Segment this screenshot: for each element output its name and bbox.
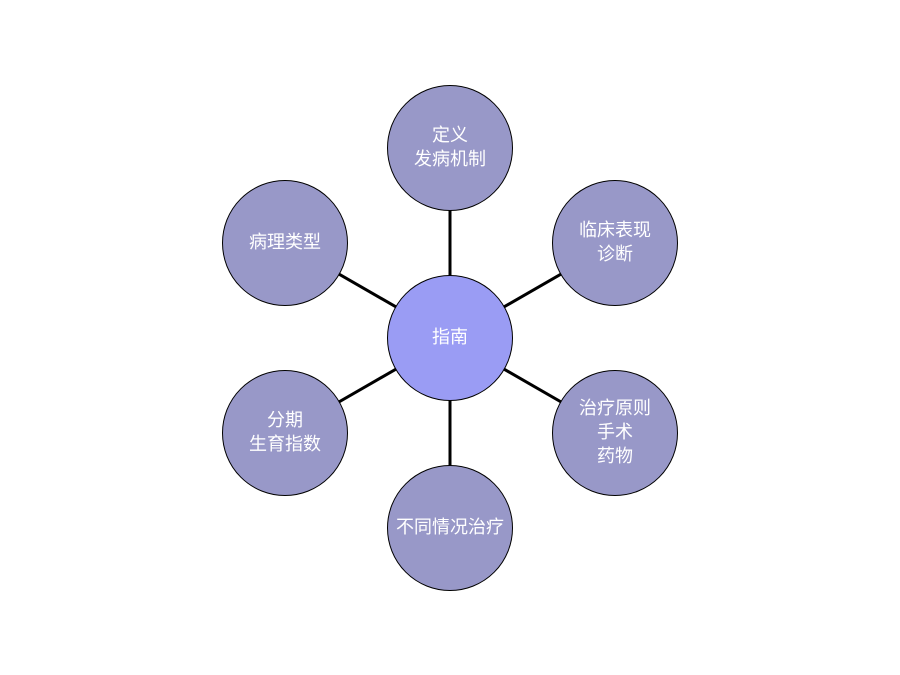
node-label-line: 发病机制 bbox=[414, 149, 486, 170]
center-label: 指南 bbox=[432, 327, 468, 348]
node-center-guideline: 指南 bbox=[387, 275, 513, 401]
node-label-line: 治疗原则 bbox=[579, 398, 651, 419]
node-label-line: 生育指数 bbox=[249, 434, 321, 455]
node-label-line: 药物 bbox=[597, 446, 633, 467]
node-clinical-diagnosis: 临床表现 诊断 bbox=[552, 180, 678, 306]
node-situational-treatment: 不同情况治疗 bbox=[387, 465, 513, 591]
node-label-line: 定义 bbox=[432, 125, 468, 146]
node-label-line: 病理类型 bbox=[249, 232, 321, 253]
node-label-line: 临床表现 bbox=[579, 220, 651, 241]
node-label-line: 诊断 bbox=[597, 244, 633, 265]
node-label-line: 分期 bbox=[267, 410, 303, 431]
node-pathology-types: 病理类型 bbox=[222, 180, 348, 306]
node-label-line: 手术 bbox=[597, 422, 633, 443]
node-definition-pathogenesis: 定义 发病机制 bbox=[387, 85, 513, 211]
node-staging-fertility: 分期 生育指数 bbox=[222, 370, 348, 496]
node-label-line: 不同情况治疗 bbox=[396, 517, 504, 538]
node-treatment-principles: 治疗原则 手术 药物 bbox=[552, 370, 678, 496]
